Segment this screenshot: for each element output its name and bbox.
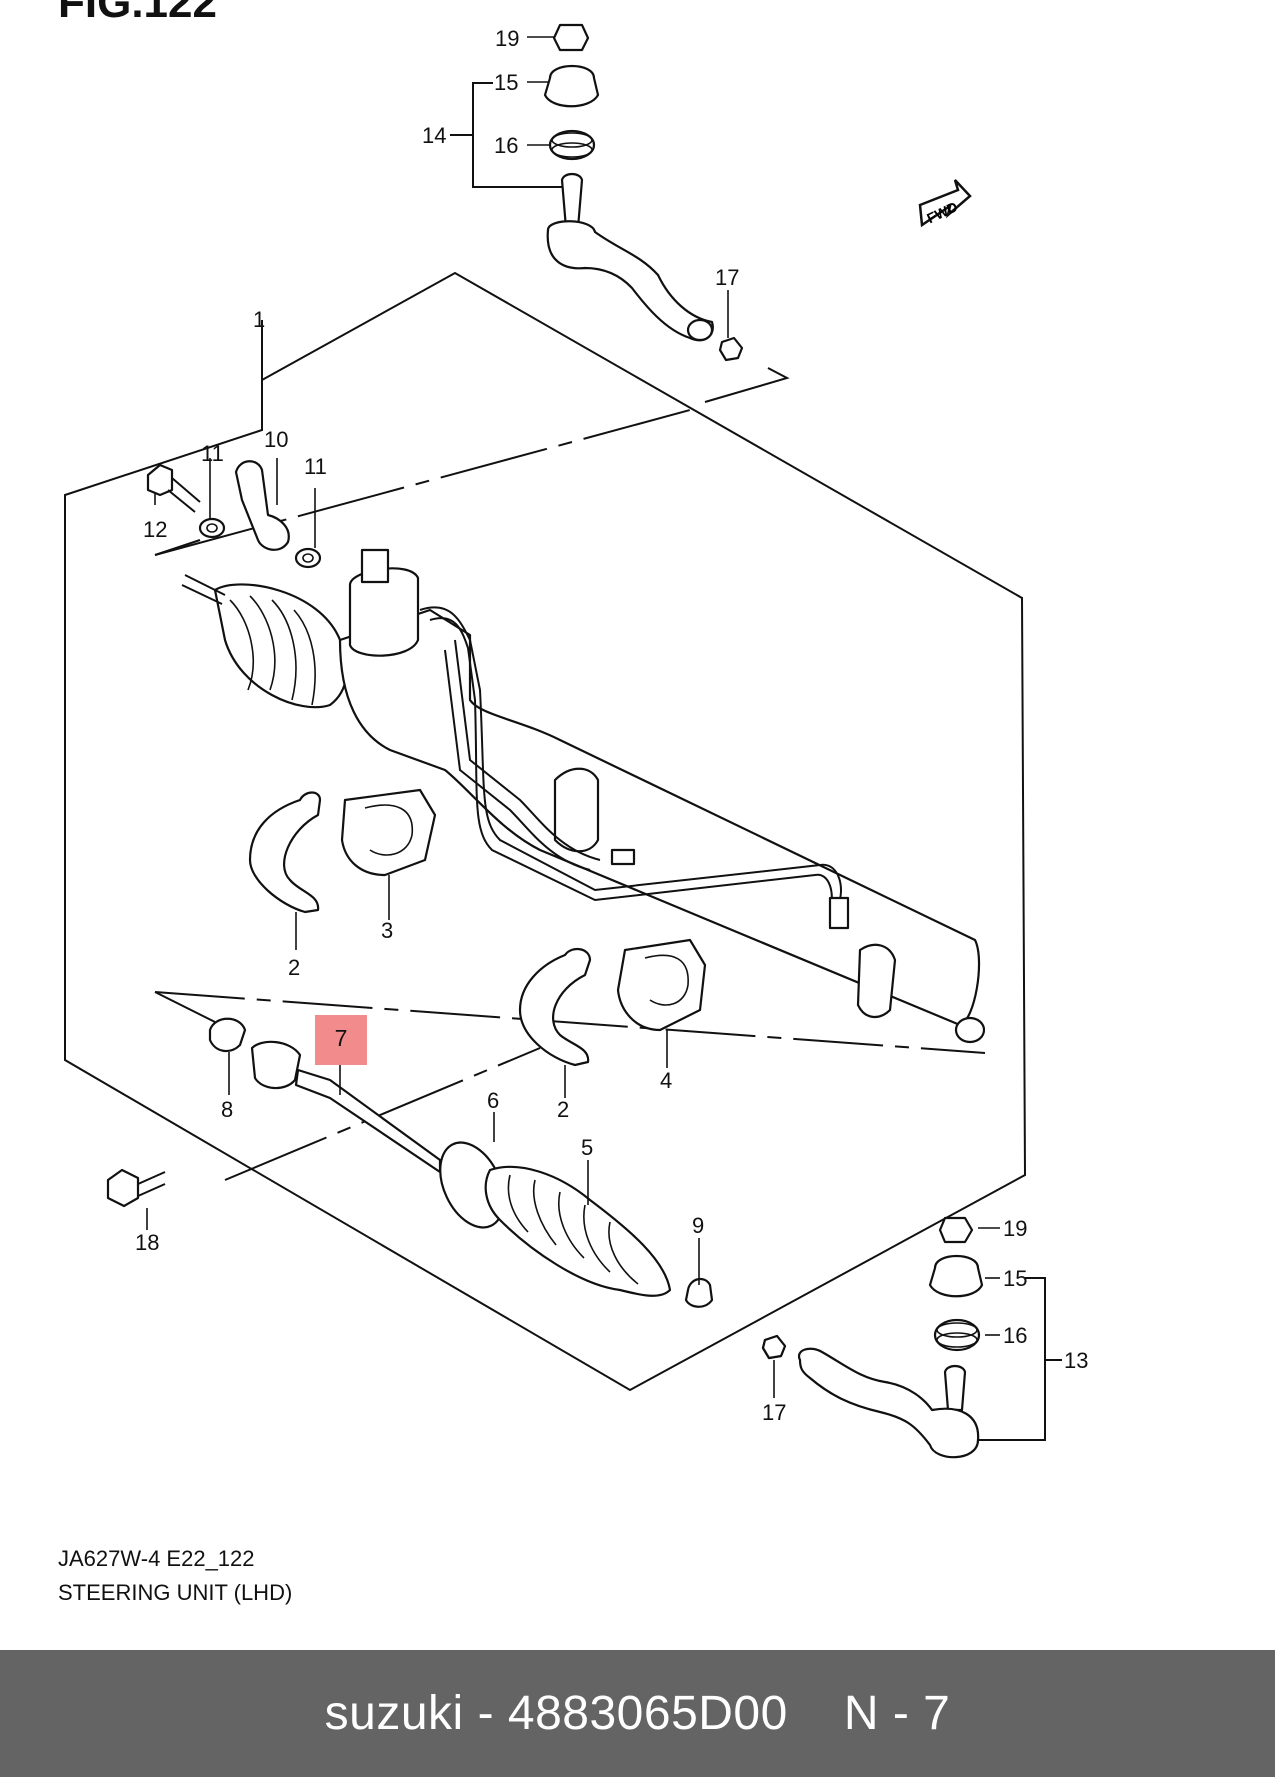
bolt-18 (106, 1168, 166, 1208)
callout-19: 19 (1003, 1216, 1027, 1241)
locknut-8 (208, 1017, 247, 1053)
footer-separator: - (477, 1687, 495, 1740)
callout-19: 19 (495, 26, 519, 51)
part-footer: suzuki - 4883065D00 N - 7 (0, 1650, 1275, 1777)
tie-rod-end-upper (450, 23, 744, 362)
tie-rod-end-lower (761, 1216, 1062, 1459)
callout-10: 10 (264, 427, 288, 452)
bushing-4 (616, 938, 707, 1032)
washer-11-right (294, 547, 322, 569)
callout-14: 14 (422, 123, 446, 148)
callout-11: 11 (304, 454, 327, 479)
figure-title: FIG.122 (58, 0, 217, 27)
assembly-outline (64, 271, 1027, 1392)
callout-7: 7 (334, 1025, 348, 1051)
callout-2: 2 (288, 955, 300, 980)
figure-code: JA627W-4 E22_122 (58, 1546, 255, 1571)
callout-3: 3 (381, 918, 393, 943)
rack-boot-5 (484, 1165, 672, 1297)
brand-name: suzuki (324, 1687, 464, 1740)
callout-5: 5 (581, 1135, 593, 1160)
callout-16: 16 (1003, 1323, 1027, 1348)
fitting-10 (234, 460, 290, 551)
clamp-2-upper (248, 791, 322, 914)
fwd-arrow-icon: FWD (918, 179, 972, 228)
boot-clip-9 (684, 1277, 714, 1308)
callout-9: 9 (692, 1213, 704, 1238)
figure-name: STEERING UNIT (LHD) (58, 1580, 293, 1605)
callout-18: 18 (135, 1230, 159, 1255)
callout-6: 6 (487, 1088, 499, 1113)
clamp-2-lower (518, 947, 592, 1067)
callout-11: 11 (201, 441, 224, 466)
leader-lines (146, 458, 700, 1285)
callout-2: 2 (557, 1097, 569, 1122)
washer-11-left (198, 517, 226, 539)
callout-17: 17 (762, 1400, 786, 1425)
callout-1: 1 (253, 307, 265, 332)
callout-4: 4 (660, 1068, 672, 1093)
reference-number: N - 7 (843, 1687, 951, 1740)
parts-diagram: FWD (64, 23, 1088, 1459)
callout-8: 8 (221, 1097, 233, 1122)
bushing-3 (340, 788, 437, 877)
callout-12: 12 (143, 517, 167, 542)
callout-16: 16 (494, 133, 518, 158)
steering-rack (181, 548, 986, 1044)
callout-labels: 1 2 2 3 4 5 6 8 9 10 11 11 12 13 14 15 1… (135, 26, 1088, 1425)
nut-17-lower (761, 1334, 787, 1360)
callout-15: 15 (1003, 1266, 1027, 1291)
part-number: 4883065D00 (507, 1687, 788, 1740)
figure-caption: JA627W-4 E22_122 STEERING UNIT (LHD) (58, 1542, 292, 1610)
bolt-12 (146, 463, 201, 513)
callout-15: 15 (494, 70, 518, 95)
callout-17: 17 (715, 265, 739, 290)
callout-13: 13 (1064, 1348, 1088, 1373)
highlighted-callout-7[interactable]: 7 (315, 1015, 367, 1065)
